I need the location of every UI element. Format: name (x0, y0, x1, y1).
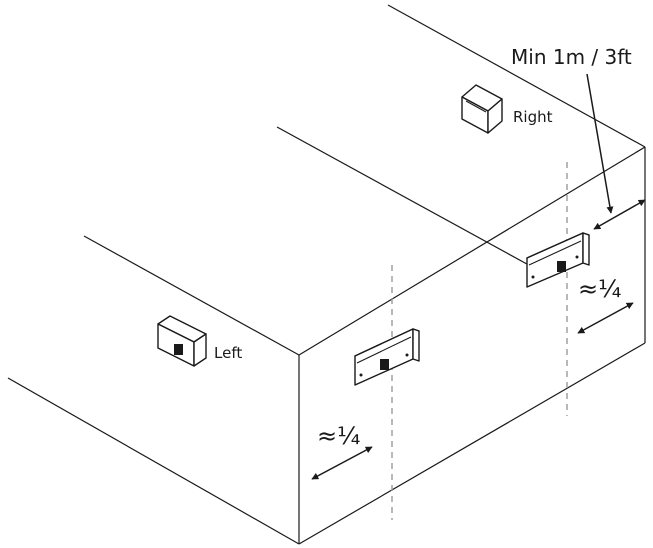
unit-front-wall (354, 328, 420, 386)
left-label: Left (214, 344, 242, 362)
wall-bottom-edge (298, 342, 646, 545)
clearance-pointer-arrow (586, 73, 614, 214)
unit-side-wall (526, 232, 590, 288)
clearance-dimension-arrow (593, 199, 646, 230)
unit-left (157, 315, 207, 367)
ceiling-line-left (83, 235, 300, 356)
right-label: Right (513, 108, 553, 126)
room-outline (7, 4, 646, 545)
quarter-side-label: ≈¼ (578, 275, 621, 303)
floor-line-left (7, 377, 300, 545)
quarter-front-label: ≈¼ (317, 422, 360, 450)
min-clearance-label: Min 1m / 3ft (511, 45, 632, 69)
quarter-side-arrow (577, 302, 634, 334)
wall-top-edge (298, 146, 646, 356)
ceiling-line-back (387, 4, 646, 148)
quarter-front-arrow (311, 446, 373, 480)
ceiling-line-middle (276, 126, 537, 270)
unit-right (461, 84, 503, 134)
